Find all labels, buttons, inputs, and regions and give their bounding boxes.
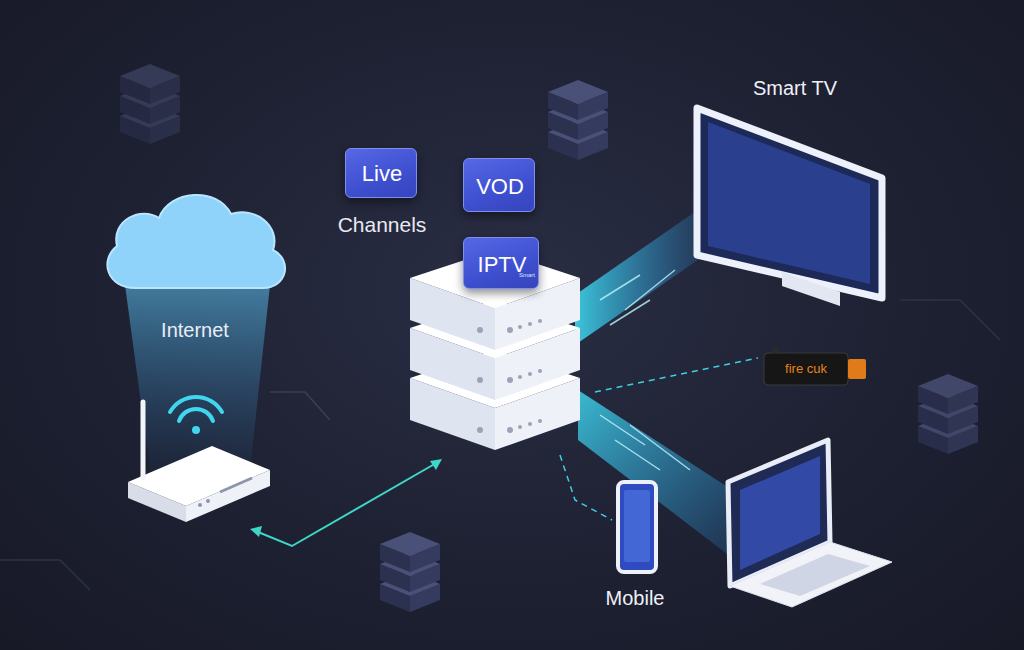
node-label: VOD xyxy=(464,174,536,200)
live-tag: LiveChannels xyxy=(345,148,417,198)
node-sublabel: Channels xyxy=(321,212,443,237)
node-label: Live xyxy=(346,161,418,187)
node-label: fire cuk xyxy=(764,361,848,377)
smart-tv: Smart TV xyxy=(690,70,890,310)
mobile-phone: Mobile xyxy=(590,478,680,613)
fire-stick: fire cuk xyxy=(762,345,870,393)
internet-cloud: Internet xyxy=(95,180,295,350)
node-label: Internet xyxy=(95,318,295,342)
smart-tv-outline xyxy=(690,70,890,310)
node-label: Mobile xyxy=(575,586,695,610)
vod-tag: VOD xyxy=(463,158,535,212)
node-label: Smart TV xyxy=(735,76,855,100)
iptv-tag: IPTVSmart xyxy=(463,237,539,289)
node-sublabel: Smart xyxy=(516,272,538,279)
